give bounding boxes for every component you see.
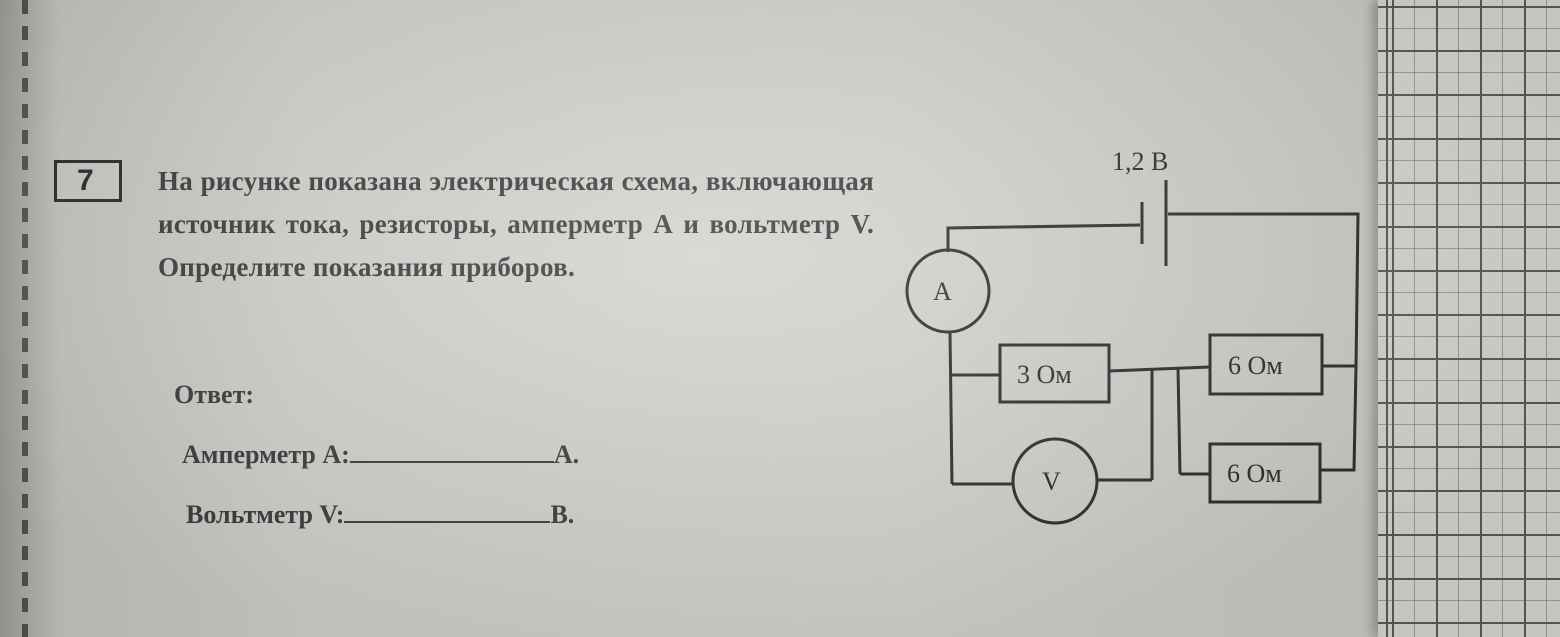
ammeter-symbol: A [933,277,952,306]
ammeter-answer-blank[interactable] [349,441,554,463]
resistor-3-box [1208,442,1322,504]
wire-top-left [946,223,1141,252]
source-voltage-label: 1,2 В [1112,147,1168,176]
voltmeter-answer-row: Вольтметр V: В. [186,500,574,530]
graph-paper-sheet [1378,0,1560,637]
wire-resistor-1-out [1108,365,1211,373]
answer-label: Ответ: [174,380,255,409]
ammeter-answer-row: Амперметр А: А. [182,440,579,470]
wire-top-right [1168,212,1360,369]
ammeter-circle [905,248,991,334]
resistor-3-label: 6 Ом [1227,459,1282,488]
resistor-2-label: 6 Ом [1228,351,1283,380]
wire-resistor-3-out [1320,365,1358,472]
voltmeter-answer-label: Вольтметр V: [186,500,345,529]
wire-junction-resistor-3 [1176,367,1182,475]
task-question-text: На рисунке показана электрическая схема,… [158,166,874,282]
voltmeter-symbol: V [1042,467,1061,496]
dashed-cut-line [22,0,28,637]
ammeter-answer-label: Амперметр А: [182,440,350,469]
resistor-1-box [998,343,1111,404]
voltmeter-answer-unit: В. [550,500,575,529]
task-number-box: 7 [54,160,122,202]
voltmeter-answer-blank[interactable] [344,501,551,523]
wire-left-vertical [948,331,954,485]
resistor-1-label: 3 Ом [1017,360,1072,389]
ammeter-answer-unit: А. [553,440,580,469]
